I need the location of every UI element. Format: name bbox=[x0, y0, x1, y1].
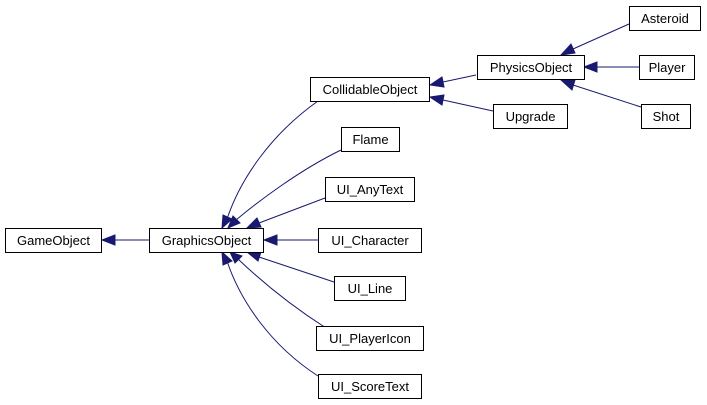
arrowhead-uiplayericon-graphics bbox=[229, 251, 243, 264]
edge-asteroid-to-physicsobject bbox=[572, 23, 630, 50]
node-ui-scoretext-label: UI_ScoreText bbox=[331, 379, 409, 394]
node-ui-line-label: UI_Line bbox=[348, 281, 393, 296]
node-graphicsobject-label: GraphicsObject bbox=[162, 233, 252, 248]
node-collidableobject-label: CollidableObject bbox=[323, 82, 418, 97]
node-ui-anytext-label: UI_AnyText bbox=[337, 182, 404, 197]
arrowhead-uicharacter-graphics bbox=[262, 234, 278, 246]
edge-uiline-to-graphicsobject bbox=[258, 256, 335, 283]
node-shot[interactable]: Shot bbox=[641, 104, 691, 129]
node-flame-label: Flame bbox=[352, 132, 388, 147]
arrowhead-flame-graphics bbox=[227, 215, 241, 229]
node-collidableobject[interactable]: CollidableObject bbox=[310, 77, 430, 102]
node-player-label: Player bbox=[649, 60, 687, 75]
node-upgrade[interactable]: Upgrade bbox=[493, 104, 568, 129]
nodes: GameObject GraphicsObject CollidableObje… bbox=[5, 6, 701, 399]
arrowhead-asteroid-physics bbox=[559, 43, 576, 56]
edge-uiscoretext-to-graphicsobject bbox=[226, 260, 319, 377]
arrowhead-gameobject bbox=[100, 234, 116, 246]
node-player[interactable]: Player bbox=[639, 55, 695, 80]
node-ui-character-label: UI_Character bbox=[331, 233, 409, 248]
node-flame[interactable]: Flame bbox=[341, 127, 400, 152]
node-ui-playericon-label: UI_PlayerIcon bbox=[329, 331, 411, 346]
edge-shot-to-physicsobject bbox=[572, 84, 642, 108]
node-upgrade-label: Upgrade bbox=[506, 109, 556, 124]
node-physicsobject[interactable]: PhysicsObject bbox=[477, 55, 585, 80]
arrowhead-shot-physics bbox=[559, 79, 576, 91]
edges bbox=[100, 23, 642, 377]
node-graphicsobject[interactable]: GraphicsObject bbox=[149, 228, 264, 253]
arrowhead-player-physics bbox=[582, 61, 598, 73]
edge-flame-to-graphicsobject bbox=[235, 149, 342, 221]
arrowhead-uiscoretext-graphics bbox=[221, 250, 233, 266]
node-asteroid-label: Asteroid bbox=[641, 11, 689, 26]
edge-collidableobject-to-graphicsobject bbox=[226, 100, 319, 220]
arrowhead-uianytext-graphics bbox=[245, 217, 262, 229]
node-asteroid[interactable]: Asteroid bbox=[629, 6, 701, 31]
node-ui-character[interactable]: UI_Character bbox=[318, 228, 422, 253]
node-physicsobject-label: PhysicsObject bbox=[490, 60, 573, 75]
arrowhead-upgrade-collidable bbox=[428, 94, 445, 106]
arrowhead-physics-collidable bbox=[428, 76, 445, 88]
node-ui-playericon[interactable]: UI_PlayerIcon bbox=[316, 326, 424, 351]
node-gameobject-label: GameObject bbox=[17, 233, 90, 248]
edge-upgrade-to-collidableobject bbox=[442, 99, 494, 112]
node-ui-scoretext[interactable]: UI_ScoreText bbox=[318, 374, 422, 399]
edge-uiplayericon-to-graphicsobject bbox=[237, 258, 327, 329]
node-gameobject[interactable]: GameObject bbox=[5, 228, 102, 253]
edge-physicsobject-to-collidableobject bbox=[442, 74, 477, 83]
arrowhead-uiline-graphics bbox=[245, 251, 262, 262]
node-shot-label: Shot bbox=[653, 109, 680, 124]
node-ui-anytext[interactable]: UI_AnyText bbox=[325, 177, 415, 202]
edge-uianytext-to-graphicsobject bbox=[258, 197, 326, 224]
arrowhead-collidable-graphics bbox=[221, 214, 233, 230]
node-ui-line[interactable]: UI_Line bbox=[334, 276, 406, 301]
